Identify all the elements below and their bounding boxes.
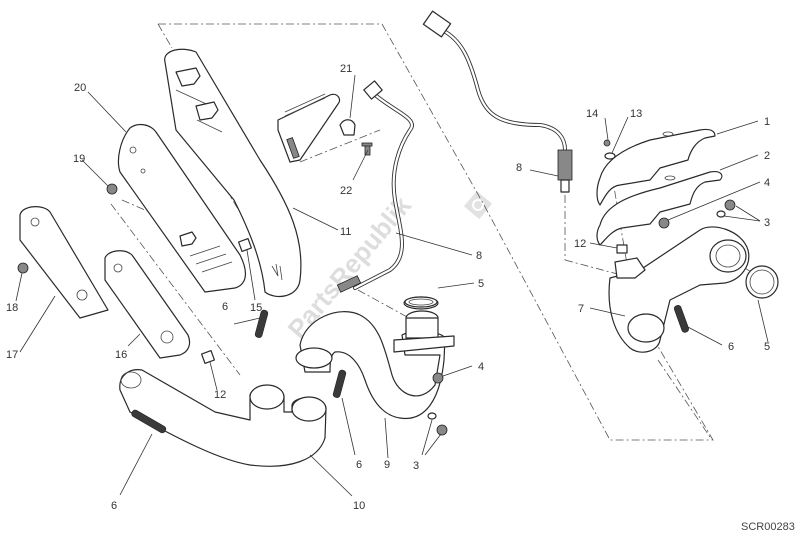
callout-20: 20 (74, 82, 86, 94)
callout-3: 3 (764, 217, 770, 229)
callout-19: 19 (73, 153, 85, 165)
callout-21: 21 (340, 63, 352, 75)
part-19-screw[interactable] (106, 183, 118, 195)
callout-15: 15 (250, 302, 262, 314)
part-21-bracket[interactable] (277, 93, 356, 163)
part-4-nut-left[interactable] (432, 372, 444, 384)
part-20-heat-guard[interactable] (117, 123, 247, 293)
part-12-clip-nut-right[interactable] (616, 244, 628, 254)
part-8-lambda-sensor-right[interactable] (422, 10, 573, 193)
callout-12: 12 (574, 238, 586, 250)
callout-13: 13 (630, 108, 642, 120)
callout-10: 10 (353, 500, 365, 512)
callout-22: 22 (340, 185, 352, 197)
part-4-nut-right[interactable] (658, 217, 670, 229)
part-8-lambda-sensor-left[interactable] (336, 80, 414, 293)
callout-14: 14 (586, 108, 598, 120)
callout-9: 9 (384, 459, 390, 471)
callout-7: 7 (578, 303, 584, 315)
callout-8: 8 (516, 162, 522, 174)
callout-6: 6 (111, 500, 117, 512)
part-3-nut-right[interactable] (716, 199, 736, 218)
part-6-spring-c[interactable] (131, 409, 167, 434)
callout-4: 4 (764, 177, 770, 189)
part-18-screw[interactable] (17, 262, 29, 274)
callout-11: 11 (340, 226, 351, 238)
callout-6: 6 (222, 301, 228, 313)
callout-8: 8 (476, 250, 482, 262)
callout-16: 16 (115, 349, 127, 361)
part-6-spring-d[interactable] (673, 304, 690, 333)
part-6-spring-a[interactable] (254, 309, 269, 338)
callout-3: 3 (413, 460, 419, 472)
callout-17: 17 (6, 349, 18, 361)
part-10-collector[interactable] (119, 369, 327, 467)
callout-5: 5 (764, 341, 770, 353)
part-1-upper-heat-shield[interactable] (596, 128, 716, 206)
part-15-clip-nut[interactable] (237, 237, 253, 253)
part-7-rear-header[interactable] (608, 226, 750, 353)
part-16-heat-shield[interactable] (104, 250, 191, 359)
callout-6: 6 (728, 341, 734, 353)
part-11-silencer[interactable] (164, 48, 302, 298)
callout-labels: 1 2 3 3 4 4 5 5 6 6 6 6 7 8 8 9 10 11 12… (6, 63, 770, 512)
part-14-screw[interactable] (603, 139, 611, 147)
watermark-gear-icon (463, 190, 493, 220)
part-17-heat-shield[interactable] (19, 206, 109, 319)
callout-4: 4 (478, 361, 484, 373)
callout-5: 5 (478, 278, 484, 290)
part-22-screw[interactable] (361, 142, 373, 156)
drawing-code: SCR00283 (741, 521, 795, 533)
part-3-nut-left[interactable] (427, 412, 448, 436)
callout-1: 1 (764, 116, 770, 128)
leader-lines (15, 74, 769, 497)
part-6-spring-b[interactable] (332, 369, 347, 398)
callout-2: 2 (764, 150, 770, 162)
part-13-washer[interactable] (604, 152, 616, 160)
callout-18: 18 (6, 302, 18, 314)
callout-12: 12 (214, 389, 226, 401)
part-5-gasket-left[interactable] (404, 296, 438, 308)
callout-6: 6 (356, 459, 362, 471)
part-5-gasket-right[interactable] (745, 265, 779, 299)
part-12-clip-nut-left[interactable] (200, 349, 216, 365)
